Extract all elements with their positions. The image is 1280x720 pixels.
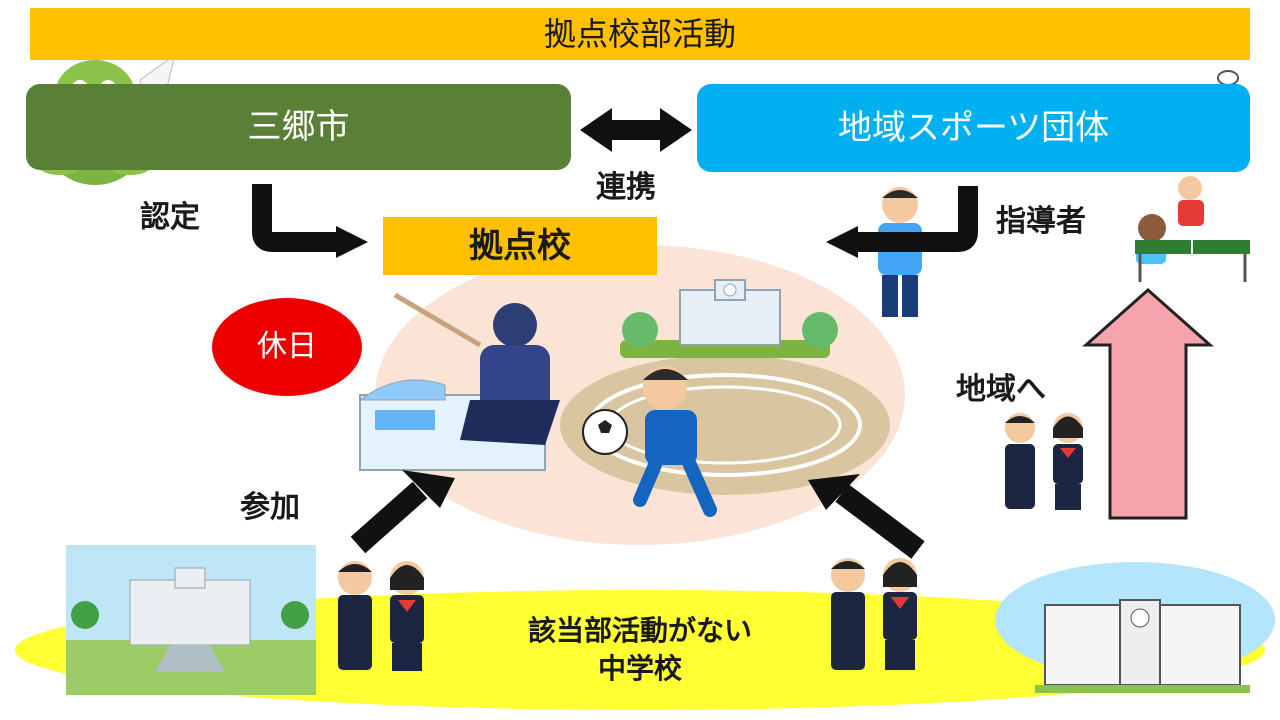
holiday-badge: 休日	[212, 298, 362, 396]
instructor-label: 指導者	[996, 204, 1086, 239]
city-node: 三郷市	[26, 84, 571, 170]
participation-arrow-right	[835, 484, 925, 559]
hub-school-node: 拠点校	[383, 217, 657, 275]
soccer-player-icon	[582, 366, 717, 517]
bottom-band	[15, 590, 1265, 710]
schools-line-2: 中学校	[597, 652, 682, 685]
kendo-athlete-icon	[393, 292, 560, 445]
school-photo-left-icon	[66, 545, 316, 695]
schools-without-club-label: 該当部活動がない 中学校	[430, 612, 850, 688]
students-uniform-icon	[338, 413, 1083, 671]
certification-arrow	[252, 184, 340, 252]
participation-arrow-left	[350, 481, 428, 554]
cooperation-double-arrow	[580, 108, 692, 152]
school-icon-right	[995, 562, 1275, 693]
sports-org-node: 地域スポーツ団体	[697, 84, 1250, 172]
to-community-label: 地域へ	[956, 372, 1046, 407]
title-banner: 拠点校部活動	[30, 8, 1250, 60]
certification-label: 認定	[140, 200, 200, 235]
participation-label: 参加	[240, 490, 300, 525]
school-building-icon	[622, 279, 838, 348]
to-community-arrow	[1082, 287, 1214, 520]
schools-line-1: 該当部活動がない	[527, 614, 752, 647]
table-tennis-players-icon	[1135, 176, 1250, 282]
instructor-arrow	[855, 186, 978, 252]
cooperation-label: 連携	[596, 170, 656, 205]
